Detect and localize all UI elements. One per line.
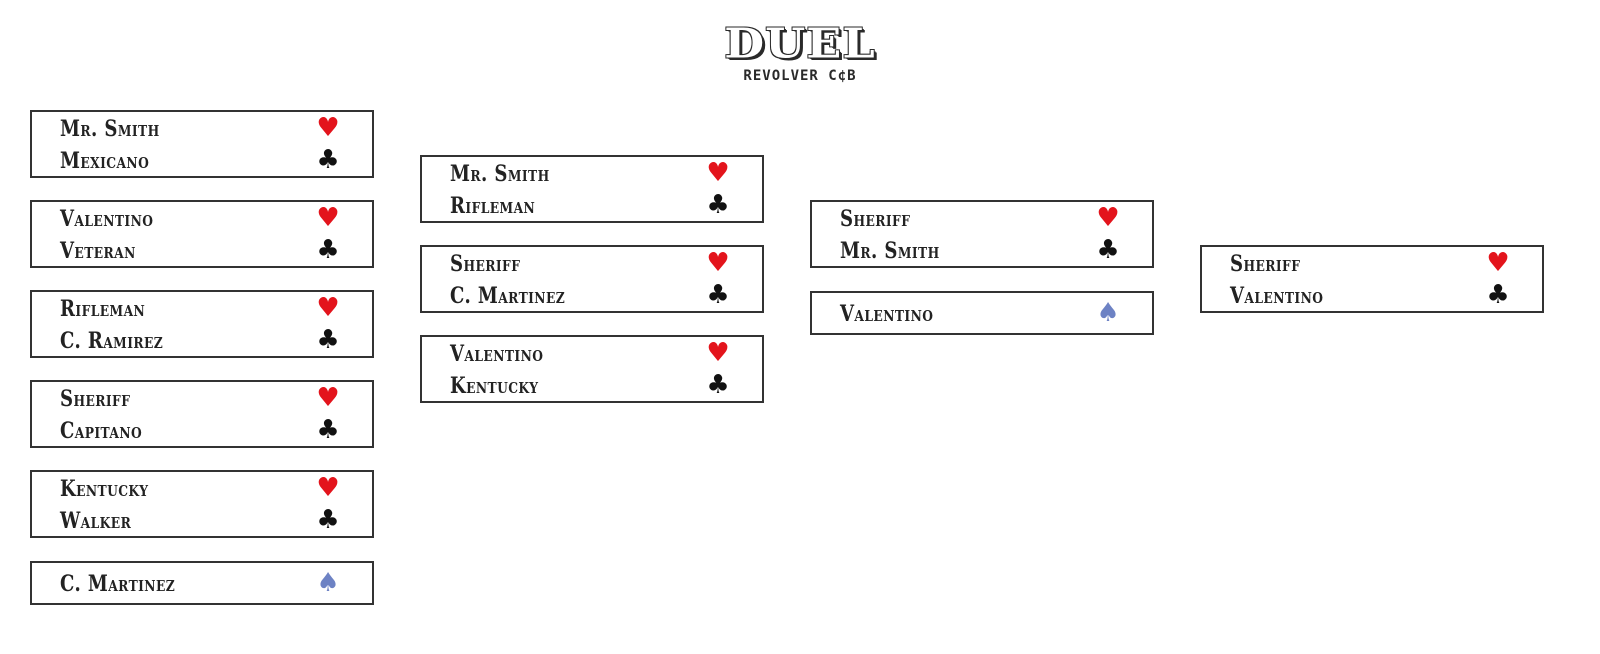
- player-name: Mr. Smith: [60, 116, 160, 142]
- heart-icon: ♥: [706, 158, 730, 188]
- club-icon: ♣: [316, 505, 340, 535]
- player-name: Mr. Smith: [840, 238, 940, 264]
- player-name: Valentino: [1230, 283, 1324, 309]
- match-row: Mexicano ♣: [32, 144, 372, 176]
- spade-icon: ♠: [316, 568, 340, 598]
- match-row: Walker ♣: [32, 504, 372, 536]
- logo-title: DUEL: [724, 18, 876, 68]
- match-row: Mr. Smith ♥: [422, 157, 762, 189]
- logo-subtitle: REVOLVER C¢B: [743, 68, 857, 84]
- player-name: Sheriff: [1230, 251, 1301, 277]
- match-row: Rifleman ♣: [422, 189, 762, 221]
- heart-icon: ♥: [316, 293, 340, 323]
- final-match: Sheriff ♥ Valentino ♣: [1200, 245, 1544, 313]
- club-icon: ♣: [316, 145, 340, 175]
- heart-icon: ♥: [706, 338, 730, 368]
- spade-icon: ♠: [1096, 298, 1120, 328]
- match-row: Kentucky ♣: [422, 369, 762, 401]
- player-name: Sheriff: [60, 386, 131, 412]
- match-row: Kentucky ♥: [32, 472, 372, 504]
- player-name: Rifleman: [60, 296, 146, 322]
- player-name: Rifleman: [450, 193, 536, 219]
- player-name: Valentino: [450, 341, 544, 367]
- heart-icon: ♥: [316, 203, 340, 233]
- round-1-match-1: Mr. Smith ♥ Mexicano ♣: [30, 110, 374, 178]
- match-row: Valentino ♠: [812, 293, 1152, 333]
- club-icon: ♣: [316, 235, 340, 265]
- round-1-match-2: Valentino ♥ Veteran ♣: [30, 200, 374, 268]
- club-icon: ♣: [316, 415, 340, 445]
- round-2-match-1: Mr. Smith ♥ Rifleman ♣: [420, 155, 764, 223]
- match-row: Valentino ♥: [422, 337, 762, 369]
- match-row: Valentino ♣: [1202, 279, 1542, 311]
- round-1-match-5: Kentucky ♥ Walker ♣: [30, 470, 374, 538]
- player-name: C. Ramirez: [60, 328, 164, 354]
- club-icon: ♣: [1096, 235, 1120, 265]
- match-row: C. Martinez ♣: [422, 279, 762, 311]
- club-icon: ♣: [316, 325, 340, 355]
- match-row: Veteran ♣: [32, 234, 372, 266]
- round-1-match-3: Rifleman ♥ C. Ramirez ♣: [30, 290, 374, 358]
- match-row: Capitano ♣: [32, 414, 372, 446]
- player-name: Kentucky: [60, 476, 149, 502]
- player-name: Valentino: [840, 301, 934, 327]
- player-name: Mexicano: [60, 148, 150, 174]
- club-icon: ♣: [706, 190, 730, 220]
- player-name: Kentucky: [450, 373, 539, 399]
- round-3-match-1: Sheriff ♥ Mr. Smith ♣: [810, 200, 1154, 268]
- player-name: Capitano: [60, 418, 143, 444]
- heart-icon: ♥: [316, 113, 340, 143]
- player-name: Sheriff: [840, 206, 911, 232]
- match-row: Sheriff ♥: [422, 247, 762, 279]
- player-name: Mr. Smith: [450, 161, 550, 187]
- match-row: Rifleman ♥: [32, 292, 372, 324]
- player-name: Veteran: [60, 238, 136, 264]
- heart-icon: ♥: [1096, 203, 1120, 233]
- round-2-match-2: Sheriff ♥ C. Martinez ♣: [420, 245, 764, 313]
- player-name: Sheriff: [450, 251, 521, 277]
- heart-icon: ♥: [316, 383, 340, 413]
- player-name: Valentino: [60, 206, 154, 232]
- club-icon: ♣: [706, 280, 730, 310]
- club-icon: ♣: [1486, 280, 1510, 310]
- logo: DUEL REVOLVER C¢B: [0, 18, 1600, 84]
- match-row: Sheriff ♥: [32, 382, 372, 414]
- player-name: Walker: [60, 508, 132, 534]
- match-row: Sheriff ♥: [1202, 247, 1542, 279]
- round-1-bye: C. Martinez ♠: [30, 561, 374, 605]
- match-row: Valentino ♥: [32, 202, 372, 234]
- round-2-match-3: Valentino ♥ Kentucky ♣: [420, 335, 764, 403]
- round-3-bye: Valentino ♠: [810, 291, 1154, 335]
- player-name: C. Martinez: [450, 283, 566, 309]
- match-row: Mr. Smith ♥: [32, 112, 372, 144]
- round-1-match-4: Sheriff ♥ Capitano ♣: [30, 380, 374, 448]
- heart-icon: ♥: [316, 473, 340, 503]
- match-row: C. Martinez ♠: [32, 563, 372, 603]
- match-row: C. Ramirez ♣: [32, 324, 372, 356]
- match-row: Mr. Smith ♣: [812, 234, 1152, 266]
- heart-icon: ♥: [706, 248, 730, 278]
- player-name: C. Martinez: [60, 571, 176, 597]
- heart-icon: ♥: [1486, 248, 1510, 278]
- match-row: Sheriff ♥: [812, 202, 1152, 234]
- club-icon: ♣: [706, 370, 730, 400]
